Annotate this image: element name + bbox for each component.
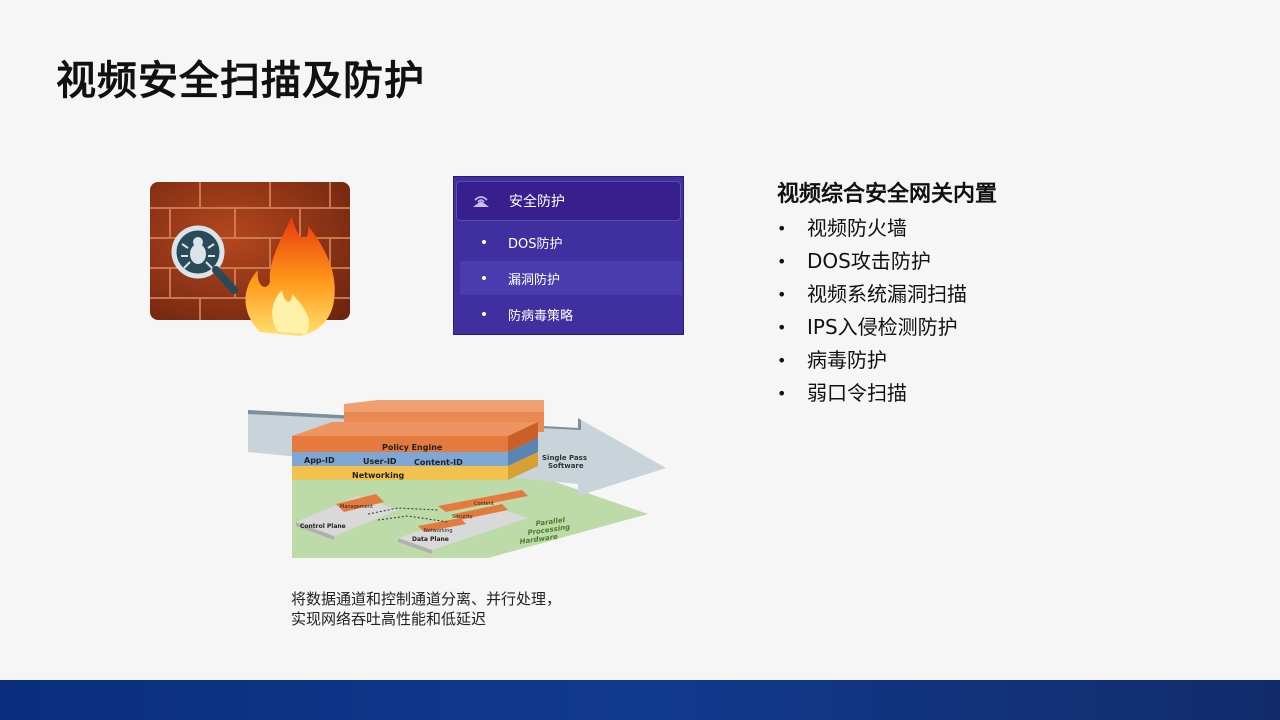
- bullet: •: [777, 384, 787, 403]
- feature-text: IPS入侵检测防护: [807, 315, 958, 339]
- security-label: Security: [452, 514, 473, 520]
- single-pass-label-line1: Single Pass: [542, 454, 587, 462]
- content-id-label: Content-ID: [414, 458, 463, 467]
- list-item: • 病毒防护: [777, 344, 997, 377]
- shield-signal-icon: [473, 196, 489, 207]
- security-menu-panel: 安全防护 DOS防护 漏洞防护 防病毒策略: [453, 176, 684, 335]
- features-section: 视频综合安全网关内置 • 视频防火墙 • DOS攻击防护 • 视频系统漏洞扫描 • IP…: [777, 176, 997, 410]
- caption-line-2: 实现网络吞吐高性能和低延迟: [291, 610, 487, 628]
- content-hw-label: Content: [474, 501, 494, 507]
- bullet: •: [777, 318, 787, 337]
- single-pass-architecture-diagram: Policy Engine App-ID User-ID Content-ID …: [248, 398, 668, 568]
- feature-text: 视频防火墙: [807, 216, 907, 240]
- networking-hw-label: Networking: [424, 528, 453, 534]
- features-title: 视频综合安全网关内置: [777, 182, 998, 207]
- feature-text: DOS攻击防护: [807, 249, 931, 273]
- menu-item-label: DOS防护: [508, 236, 563, 252]
- list-item: • 弱口令扫描: [777, 377, 997, 410]
- list-item: • 视频防火墙: [777, 212, 997, 245]
- firewall-illustration: [150, 182, 372, 338]
- list-item: • 视频系统漏洞扫描: [777, 278, 997, 311]
- feature-text: 病毒防护: [807, 348, 887, 372]
- feature-text: 视频系统漏洞扫描: [807, 282, 967, 306]
- features-list: • 视频防火墙 • DOS攻击防护 • 视频系统漏洞扫描 • IPS入侵检测防护 • 病毒…: [777, 212, 997, 410]
- bullet-dot: [482, 276, 486, 280]
- management-label: Management: [340, 504, 373, 510]
- menu-item-dos-protection[interactable]: DOS防护: [460, 225, 682, 259]
- policy-engine-label: Policy Engine: [382, 443, 443, 452]
- control-plane-label: Control Plane: [300, 523, 346, 530]
- bullet: •: [777, 285, 787, 304]
- list-item: • DOS攻击防护: [777, 245, 997, 278]
- caption-line-1: 将数据通道和控制通道分离、并行处理，: [291, 590, 562, 608]
- networking-label: Networking: [352, 471, 405, 480]
- bullet-dot: [482, 240, 486, 244]
- menu-item-label: 防病毒策略: [508, 308, 574, 324]
- slide-title: 视频安全扫描及防护: [56, 58, 425, 104]
- menu-header-security-protection[interactable]: 安全防护: [456, 181, 681, 221]
- menu-item-vulnerability-protection[interactable]: 漏洞防护: [460, 261, 682, 295]
- bullet-dot: [482, 312, 486, 316]
- bug-magnifier-icon: [171, 225, 238, 294]
- bullet: •: [777, 252, 787, 271]
- data-plane-label: Data Plane: [412, 536, 449, 543]
- flame-icon: [245, 216, 335, 336]
- menu-item-label: 漏洞防护: [508, 272, 561, 288]
- feature-text: 弱口令扫描: [807, 381, 907, 405]
- menu-header-label: 安全防护: [509, 194, 565, 210]
- bullet: •: [777, 219, 787, 238]
- list-item: • IPS入侵检测防护: [777, 311, 997, 344]
- app-id-label: App-ID: [304, 456, 335, 465]
- bullet: •: [777, 351, 787, 370]
- menu-item-antivirus-policy[interactable]: 防病毒策略: [460, 297, 682, 331]
- footer-bar: [0, 680, 1280, 720]
- single-pass-label-line2: Software: [548, 462, 584, 470]
- user-id-label: User-ID: [363, 457, 397, 466]
- diagram-caption: 将数据通道和控制通道分离、并行处理， 实现网络吞吐高性能和低延迟: [291, 589, 561, 629]
